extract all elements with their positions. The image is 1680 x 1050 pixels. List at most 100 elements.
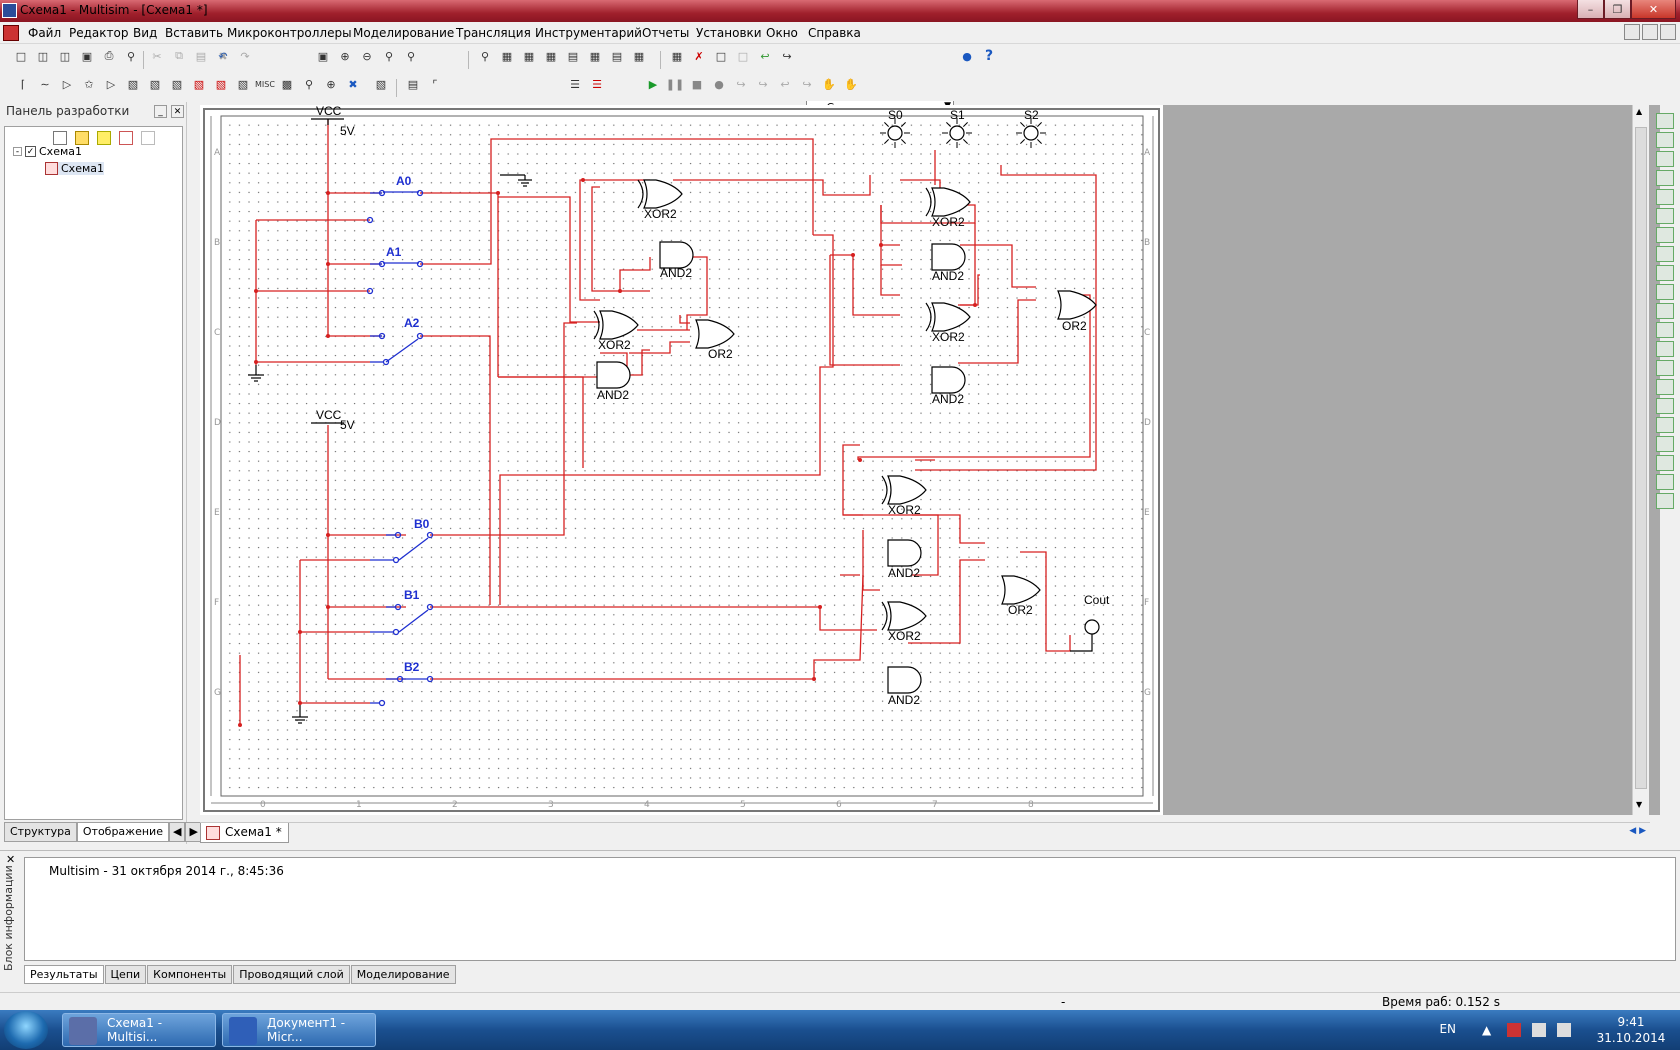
component-wizard-icon[interactable]: ▤ — [611, 49, 623, 63]
menu-view[interactable]: Вид — [133, 26, 158, 40]
and-gate[interactable] — [887, 539, 922, 567]
multimeter-icon[interactable] — [1656, 113, 1674, 129]
probe-s2[interactable] — [1016, 118, 1046, 148]
volume-icon[interactable] — [1557, 1023, 1571, 1037]
record-icon[interactable]: ▦ — [589, 49, 601, 63]
save-icon[interactable]: ▣ — [81, 49, 93, 63]
frequency-counter-icon[interactable] — [1656, 227, 1674, 243]
back-annotate-icon[interactable]: ↩ — [760, 49, 770, 63]
agilent-multimeter-icon[interactable] — [1656, 398, 1674, 414]
distortion-analyzer-icon[interactable] — [1656, 322, 1674, 338]
print-preview-icon[interactable]: ⚲ — [126, 49, 136, 63]
stop-icon[interactable]: ■ — [691, 77, 703, 91]
indicator-icon[interactable]: ▧ — [215, 77, 227, 91]
mcu-icon[interactable]: ✖ — [348, 77, 358, 91]
scroll-thumb[interactable] — [1635, 127, 1647, 789]
remove-icon[interactable] — [141, 131, 155, 145]
xor-gate[interactable] — [881, 601, 927, 631]
logic-analyzer-icon[interactable] — [1656, 284, 1674, 300]
probe-s0[interactable] — [880, 118, 910, 148]
clock[interactable]: 9:41 31.10.2014 — [1596, 1014, 1666, 1046]
new-file-icon[interactable] — [53, 131, 67, 145]
menu-options[interactable]: Установки — [696, 26, 762, 40]
copy-icon[interactable]: ⧉ — [175, 49, 183, 62]
tab-prev-icon[interactable]: ◀ — [168, 822, 186, 842]
transfer-icon[interactable]: □ — [737, 49, 749, 63]
probe-cout[interactable] — [1070, 619, 1100, 652]
run-icon[interactable]: ▶ — [648, 77, 658, 91]
tab-schematic[interactable]: Схема1 * — [200, 823, 289, 843]
taskbar-item-word[interactable]: Документ1 - Micr... — [222, 1013, 376, 1047]
power-icon[interactable]: ▧ — [237, 77, 249, 91]
zoom-in-icon[interactable]: ⊕ — [340, 49, 350, 63]
step-out-icon[interactable]: ↩ — [780, 77, 790, 91]
grapher-icon[interactable]: ▦ — [545, 49, 557, 63]
and-gate[interactable] — [887, 666, 922, 694]
info-close-icon[interactable]: ✕ — [6, 853, 16, 866]
checkbox-icon[interactable]: ✓ — [25, 146, 36, 157]
spectrum-analyzer-icon[interactable] — [1656, 341, 1674, 357]
place-hb-icon[interactable]: ▧ — [375, 77, 387, 91]
current-probe-icon[interactable] — [1656, 493, 1674, 509]
probe-toolbar-icon[interactable]: ☰ — [592, 77, 602, 91]
labview-icon[interactable] — [1656, 474, 1674, 490]
agilent-generator-icon[interactable] — [1656, 379, 1674, 395]
design-toolbox-icon[interactable]: ▦ — [523, 49, 535, 63]
minimize-button[interactable]: – — [1577, 0, 1604, 19]
clear-erc-icon[interactable]: ✗ — [694, 49, 704, 63]
panel-close-icon[interactable]: ✕ — [171, 105, 184, 118]
forward-annotate-icon[interactable]: ↪ — [782, 49, 792, 63]
new-icon[interactable]: □ — [15, 49, 27, 63]
tab-results[interactable]: Результаты — [24, 965, 104, 984]
document-icon[interactable] — [3, 25, 19, 41]
breadboard-icon[interactable]: ☰ — [570, 77, 580, 91]
hierarchical-icon[interactable]: ▤ — [407, 77, 419, 91]
peripherals-icon[interactable]: ▩ — [281, 77, 293, 91]
database-manager-icon[interactable]: ▤ — [567, 49, 579, 63]
tree-item-sheet[interactable]: Схема1 — [45, 162, 104, 175]
menu-file[interactable]: Файл — [28, 26, 62, 40]
word-generator-icon[interactable] — [1656, 246, 1674, 262]
menu-reports[interactable]: Отчеты — [642, 26, 690, 40]
erc-icon[interactable]: ▦ — [671, 49, 683, 63]
scroll-down-icon[interactable]: ▼ — [1636, 800, 1643, 809]
show-hidden-icon[interactable]: ▲ — [1482, 1023, 1492, 1037]
menu-window[interactable]: Окно — [766, 26, 798, 40]
xor-gate[interactable] — [925, 302, 971, 332]
maximize-button[interactable]: ❐ — [1604, 0, 1631, 19]
search-icon[interactable]: ⚲ — [480, 49, 490, 63]
electromech-icon[interactable]: ⊕ — [326, 77, 336, 91]
xor-gate[interactable] — [593, 310, 639, 340]
cmos-icon[interactable]: ▧ — [149, 77, 161, 91]
misc-digital-icon[interactable]: ▧ — [171, 77, 183, 91]
collapse-icon[interactable]: - — [13, 147, 22, 157]
menu-mcu[interactable]: Микроконтроллеры — [227, 26, 352, 40]
language-indicator[interactable]: EN — [1439, 1022, 1456, 1036]
iv-analyzer-icon[interactable] — [1656, 303, 1674, 319]
panel-pin-icon[interactable]: _ — [154, 105, 167, 118]
cut-icon[interactable]: ✂ — [152, 49, 162, 63]
oscilloscope-icon[interactable] — [1656, 170, 1674, 186]
tab-scroll-icon[interactable]: ◀ ▶ — [1629, 826, 1646, 836]
scroll-up-icon[interactable]: ▲ — [1636, 107, 1643, 116]
breakpoint-icon[interactable]: ✋ — [822, 77, 836, 91]
tab-copper-layers[interactable]: Проводящий слой — [233, 965, 350, 984]
and-gate[interactable] — [659, 241, 694, 269]
rf-icon[interactable]: ⚲ — [304, 77, 314, 91]
bode-plotter-icon[interactable] — [1656, 208, 1674, 224]
circuit-diagram[interactable]: VCC5VVCC5VA0A1A2B0B1B2XOR2AND2XOR2OR2AND… — [200, 105, 1163, 815]
basic-icon[interactable]: ∼ — [40, 77, 50, 91]
tree-root[interactable]: - ✓ Схема1 — [13, 145, 82, 158]
paste-icon[interactable]: ▤ — [195, 49, 207, 63]
source-icon[interactable]: ⌈ — [20, 77, 26, 91]
diode-icon[interactable]: ▷ — [62, 77, 72, 91]
remove-breakpoints-icon[interactable]: ✋ — [844, 77, 858, 91]
undo-icon[interactable]: ↶ — [218, 49, 228, 63]
agilent-scope-icon[interactable] — [1656, 417, 1674, 433]
four-channel-scope-icon[interactable] — [1656, 189, 1674, 205]
step-into-icon[interactable]: ↪ — [736, 77, 746, 91]
ttl-icon[interactable]: ▧ — [127, 77, 139, 91]
multisim-app-icon[interactable] — [2, 3, 17, 18]
network-analyzer-icon[interactable] — [1656, 360, 1674, 376]
